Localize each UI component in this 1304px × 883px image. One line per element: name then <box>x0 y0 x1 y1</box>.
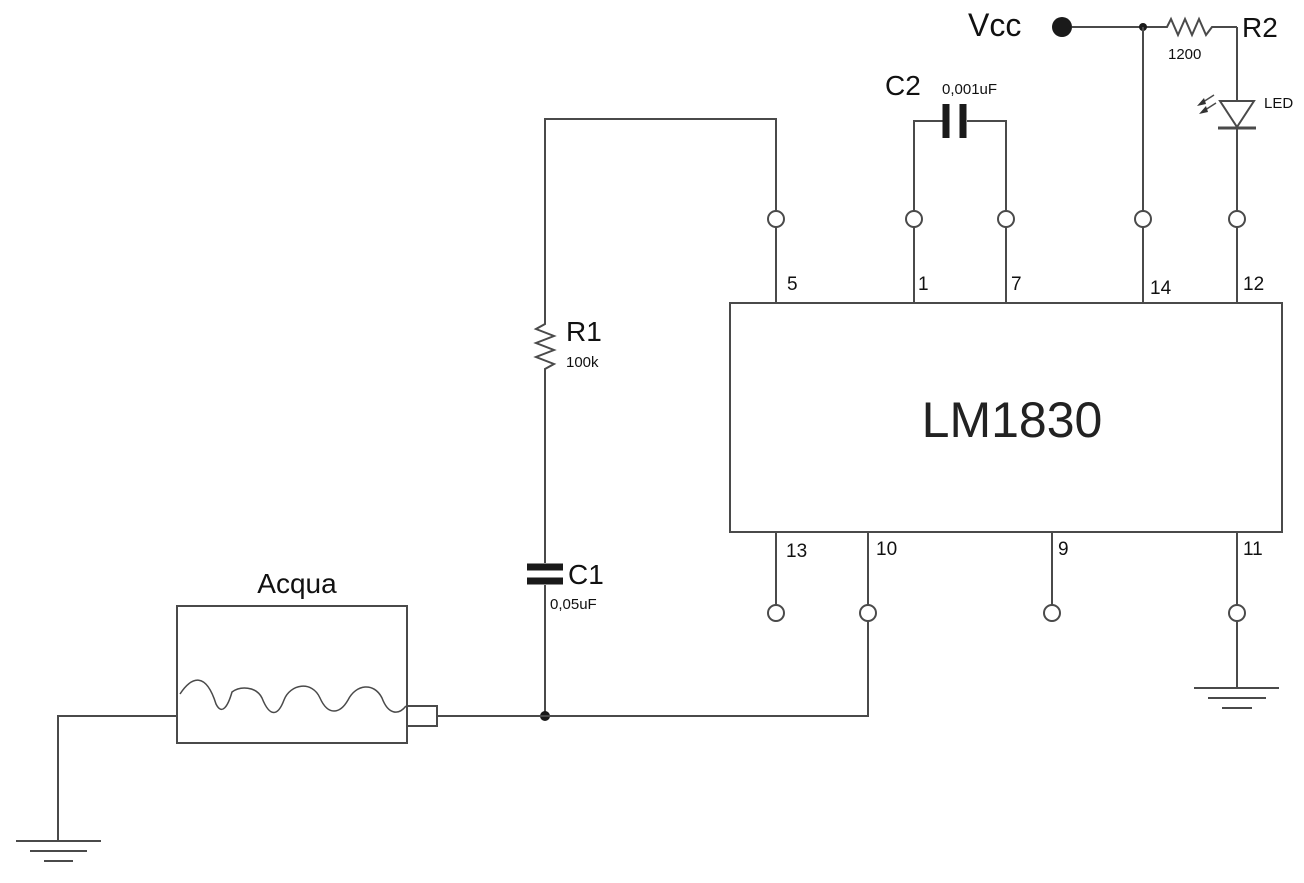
vcc-label: Vcc <box>968 7 1021 43</box>
pin-1: 1 <box>905 210 929 303</box>
pin-9: 9 <box>1043 532 1069 622</box>
ground-symbol-right <box>1194 687 1279 709</box>
pin-10-label: 10 <box>876 539 897 560</box>
pin-9-label: 9 <box>1058 539 1069 560</box>
capacitor-c2: C2 0,001uF <box>885 70 997 138</box>
capacitor-c1: C1 0,05uF <box>527 559 604 613</box>
water-wave-icon <box>179 679 407 714</box>
pin-7: 7 <box>997 210 1022 303</box>
led-diode: LED <box>1197 94 1293 130</box>
pin-1-label: 1 <box>918 274 929 295</box>
pin-14-label: 14 <box>1150 278 1172 299</box>
led-label: LED <box>1264 95 1293 112</box>
c2-name: C2 <box>885 70 921 101</box>
pin-13: 13 <box>767 532 807 622</box>
pin-11: 11 <box>1228 532 1263 622</box>
chip-label: LM1830 <box>922 392 1103 448</box>
water-sensor: Acqua <box>176 568 438 744</box>
pin-14: 14 <box>1134 210 1172 303</box>
resistor-r2: R2 1200 <box>1160 12 1278 63</box>
r1-value: 100k <box>566 354 599 371</box>
pin-5-label: 5 <box>787 274 798 295</box>
wire-probe-pin10 <box>437 621 869 717</box>
pin-11-label: 11 <box>1243 539 1263 560</box>
r1-name: R1 <box>566 316 602 347</box>
pin-7-label: 7 <box>1011 274 1022 295</box>
wire-c2-pin7 <box>967 120 1007 211</box>
pin-5: 5 <box>767 210 798 303</box>
chip-body <box>729 302 1283 533</box>
pin-12-label: 12 <box>1243 274 1264 295</box>
resistor-r1: R1 100k <box>533 316 602 376</box>
c2-value: 0,001uF <box>942 81 997 98</box>
r2-value: 1200 <box>1168 46 1201 63</box>
sensor-label: Acqua <box>257 568 337 599</box>
c1-name: C1 <box>568 559 604 590</box>
r2-name: R2 <box>1242 12 1278 43</box>
led-light-arrows-icon <box>1197 94 1217 114</box>
pin-12: 12 <box>1228 210 1264 303</box>
wire-pin5-r1 <box>544 118 777 318</box>
wire-sensor-ground <box>57 715 177 841</box>
c1-value: 0,05uF <box>550 596 597 613</box>
vcc-terminal: Vcc <box>968 7 1072 43</box>
ground-symbol-left <box>16 840 101 862</box>
pin-13-label: 13 <box>786 541 807 562</box>
wire-pin1-c2 <box>913 120 943 211</box>
pin-10: 10 <box>859 532 897 622</box>
